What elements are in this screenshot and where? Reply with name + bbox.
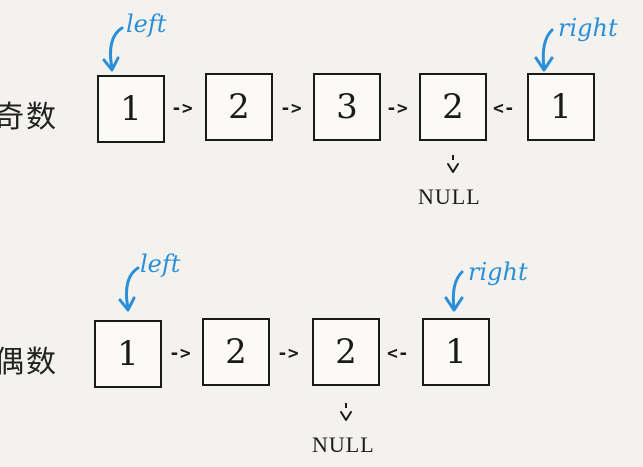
- odd-arrow-1: ->: [171, 98, 193, 119]
- even-down-arrow-icon: [340, 403, 352, 421]
- odd-node-1: 1: [97, 75, 165, 143]
- even-node-3: 2: [312, 318, 380, 386]
- odd-null-label: NULL: [418, 184, 481, 209]
- odd-node-4: 2: [419, 73, 487, 141]
- odd-arrow-4: <-: [493, 98, 515, 119]
- odd-down-arrow-icon: [447, 155, 459, 173]
- even-node-4: 1: [422, 318, 490, 386]
- left-pointer-label: left: [140, 250, 181, 278]
- left-pointer-arrow-icon: [118, 266, 140, 312]
- right-pointer-arrow-icon: [534, 28, 554, 72]
- left-pointer-label: left: [126, 10, 167, 38]
- even-arrow-2: ->: [277, 343, 299, 364]
- even-null-label: NULL: [312, 432, 375, 457]
- even-row-label: 偶数: [0, 345, 58, 380]
- right-pointer-arrow-icon: [444, 270, 464, 312]
- odd-node-3: 3: [313, 73, 381, 141]
- right-pointer-label: right: [468, 258, 528, 286]
- odd-row-label: 奇数: [0, 100, 58, 135]
- odd-node-5: 1: [527, 73, 595, 141]
- right-pointer-label: right: [558, 14, 618, 42]
- odd-node-2: 2: [205, 73, 273, 141]
- odd-arrow-2: ->: [280, 98, 302, 119]
- even-arrow-3: <-: [387, 343, 409, 364]
- left-pointer-arrow-icon: [102, 26, 124, 72]
- even-node-1: 1: [94, 320, 162, 388]
- odd-arrow-3: ->: [386, 98, 408, 119]
- even-node-2: 2: [202, 318, 270, 386]
- even-arrow-1: ->: [169, 343, 191, 364]
